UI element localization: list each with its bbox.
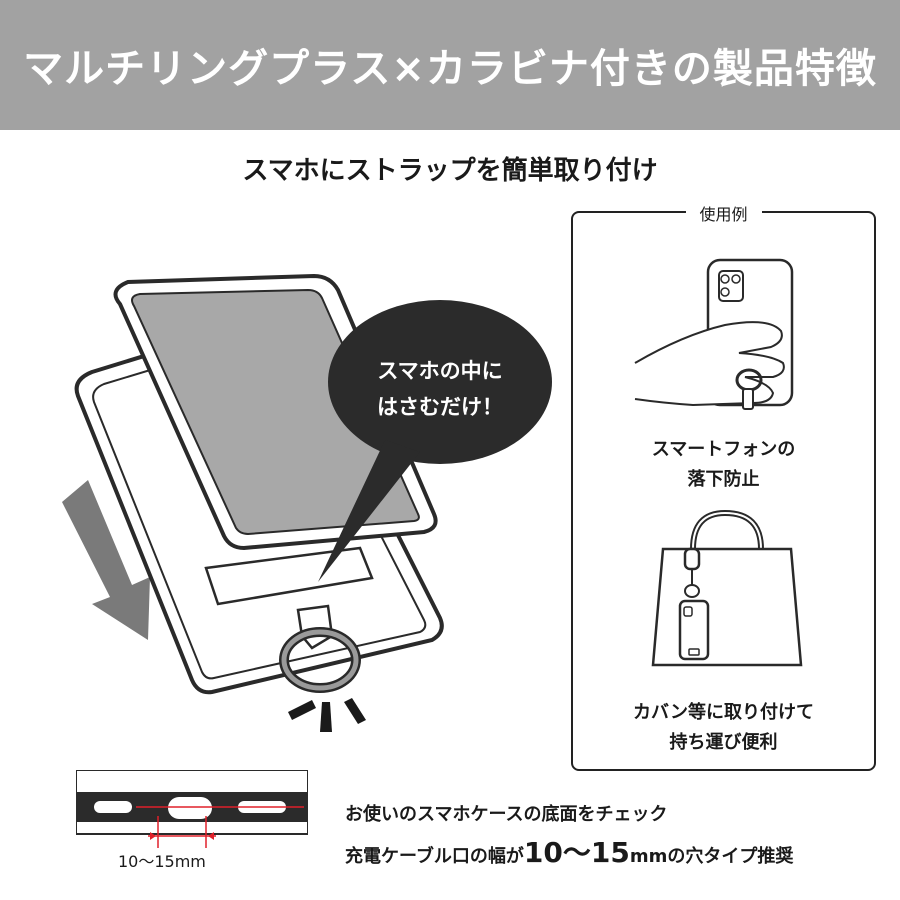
bubble-line-2: はさむだけ！ (377, 395, 503, 419)
hole-check-line-2: 充電ケーブル口の幅が10〜15mmの穴タイプ推奨 (345, 838, 793, 872)
bubble-line-1: スマホの中に (377, 359, 503, 383)
case-bottom-diagram (76, 770, 308, 848)
hole-check-line-1: お使いのスマホケースの底面をチェック (345, 804, 668, 825)
usage-illustrations (634, 258, 803, 667)
hole-check-prefix: 充電ケーブル口の幅が (345, 846, 524, 867)
strap-ring (279, 604, 361, 693)
main-illustration (62, 273, 552, 732)
hole-check-text: お使いのスマホケースの底面をチェック 充電ケーブル口の幅が10〜15mmの穴タイ… (345, 800, 793, 872)
usage-caption-1-line-1: スマートフォンの (651, 439, 796, 460)
usage-caption-2-line-1: カバン等に取り付けて (633, 702, 814, 723)
click-marks-icon (288, 698, 366, 732)
usage-caption-1: スマートフォンの 落下防止 (573, 435, 874, 495)
usage-caption-1-line-2: 落下防止 (687, 469, 760, 490)
usage-caption-2-line-2: 持ち運び便利 (669, 732, 778, 753)
banner-title: マルチリングプラス×カラビナ付きの製品特徴 (23, 46, 877, 92)
speech-bubble (318, 300, 552, 582)
usage-caption-2: カバン等に取り付けて 持ち運び便利 (573, 698, 874, 758)
subtitle: スマホにストラップを簡単取り付け (242, 156, 658, 186)
measure-label: 10〜15mm (118, 852, 206, 871)
hand-holding-phone-icon (634, 258, 794, 410)
hole-size-number: 10〜15 (523, 836, 630, 869)
bubble-text: スマホの中に はさむだけ！ (340, 353, 540, 425)
hole-check-suffix: の穴タイプ推奨 (667, 846, 794, 867)
hole-size-unit: mm (629, 846, 668, 867)
bag-with-phone-icon (651, 509, 803, 667)
usage-examples-panel: 使用例 スマートフォンの 落下防止 カバン (571, 201, 876, 771)
usage-heading: 使用例 (685, 201, 762, 225)
slide-arrow-icon (62, 480, 150, 640)
header-banner: マルチリングプラス×カラビナ付きの製品特徴 (0, 0, 900, 130)
